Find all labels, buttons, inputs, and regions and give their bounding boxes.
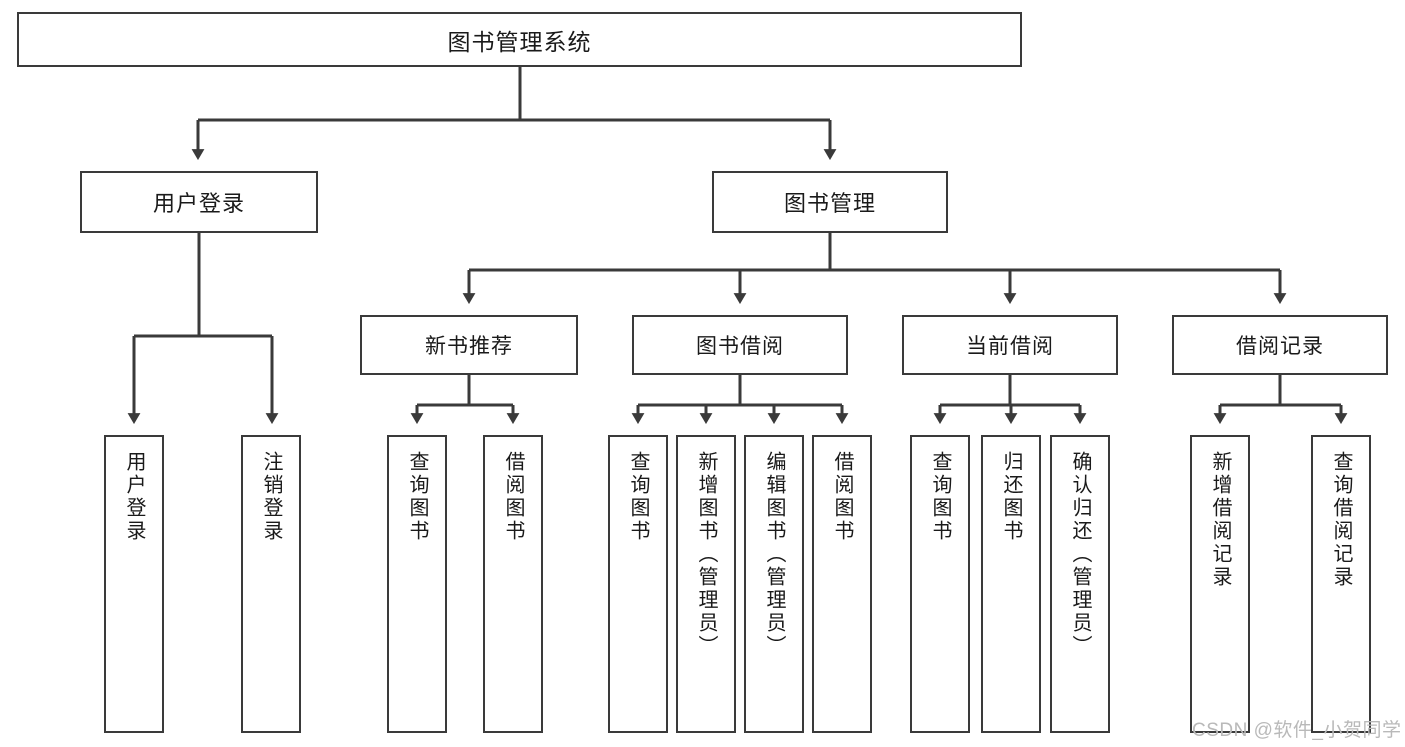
- leaf-label: 借阅图书: [831, 451, 853, 543]
- leaf-label: 新增图书（管理员）: [695, 451, 717, 658]
- leaf-node[interactable]: 新增借阅记录: [1190, 435, 1250, 733]
- leaf-label: 归还图书: [1000, 451, 1022, 543]
- node-new-book-recommend-label: 新书推荐: [425, 335, 513, 358]
- leaf-label: 查询借阅记录: [1330, 451, 1352, 589]
- node-book-borrow-label: 图书借阅: [696, 335, 784, 358]
- leaf-node[interactable]: 查询图书: [910, 435, 970, 733]
- watermark: CSDN @软件_小贺同学: [1192, 720, 1402, 741]
- leaf-label: 新增借阅记录: [1209, 451, 1231, 589]
- leaf-node[interactable]: 借阅图书: [812, 435, 872, 733]
- node-borrow-record-label: 借阅记录: [1236, 335, 1324, 358]
- leaf-label: 查询图书: [627, 451, 649, 543]
- leaf-label: 编辑图书（管理员）: [763, 451, 785, 658]
- leaf-node[interactable]: 用户登录: [104, 435, 164, 733]
- node-book-management[interactable]: 图书管理: [712, 171, 948, 233]
- node-book-management-label: 图书管理: [783, 191, 876, 216]
- leaf-label: 查询图书: [406, 451, 428, 543]
- leaf-node[interactable]: 编辑图书（管理员）: [744, 435, 804, 733]
- node-user-login-label: 用户登录: [152, 191, 245, 216]
- leaf-node[interactable]: 借阅图书: [483, 435, 543, 733]
- leaf-label: 查询图书: [929, 451, 951, 543]
- leaf-node[interactable]: 查询图书: [608, 435, 668, 733]
- leaf-node[interactable]: 新增图书（管理员）: [676, 435, 736, 733]
- leaf-node[interactable]: 确认归还（管理员）: [1050, 435, 1110, 733]
- leaf-node[interactable]: 归还图书: [981, 435, 1041, 733]
- leaf-node[interactable]: 注销登录: [241, 435, 301, 733]
- leaf-node[interactable]: 查询图书: [387, 435, 447, 733]
- node-book-borrow[interactable]: 图书借阅: [632, 315, 848, 375]
- leaf-label: 用户登录: [123, 451, 145, 543]
- leaf-label: 借阅图书: [502, 451, 524, 543]
- node-current-borrow-label: 当前借阅: [966, 335, 1054, 358]
- leaf-label: 注销登录: [260, 451, 282, 543]
- node-root[interactable]: 图书管理系统: [17, 12, 1022, 67]
- node-borrow-record[interactable]: 借阅记录: [1172, 315, 1388, 375]
- leaf-node[interactable]: 查询借阅记录: [1311, 435, 1371, 733]
- node-new-book-recommend[interactable]: 新书推荐: [360, 315, 578, 375]
- node-root-label: 图书管理系统: [447, 28, 592, 55]
- node-current-borrow[interactable]: 当前借阅: [902, 315, 1118, 375]
- node-user-login[interactable]: 用户登录: [80, 171, 318, 233]
- leaf-label: 确认归还（管理员）: [1069, 451, 1091, 658]
